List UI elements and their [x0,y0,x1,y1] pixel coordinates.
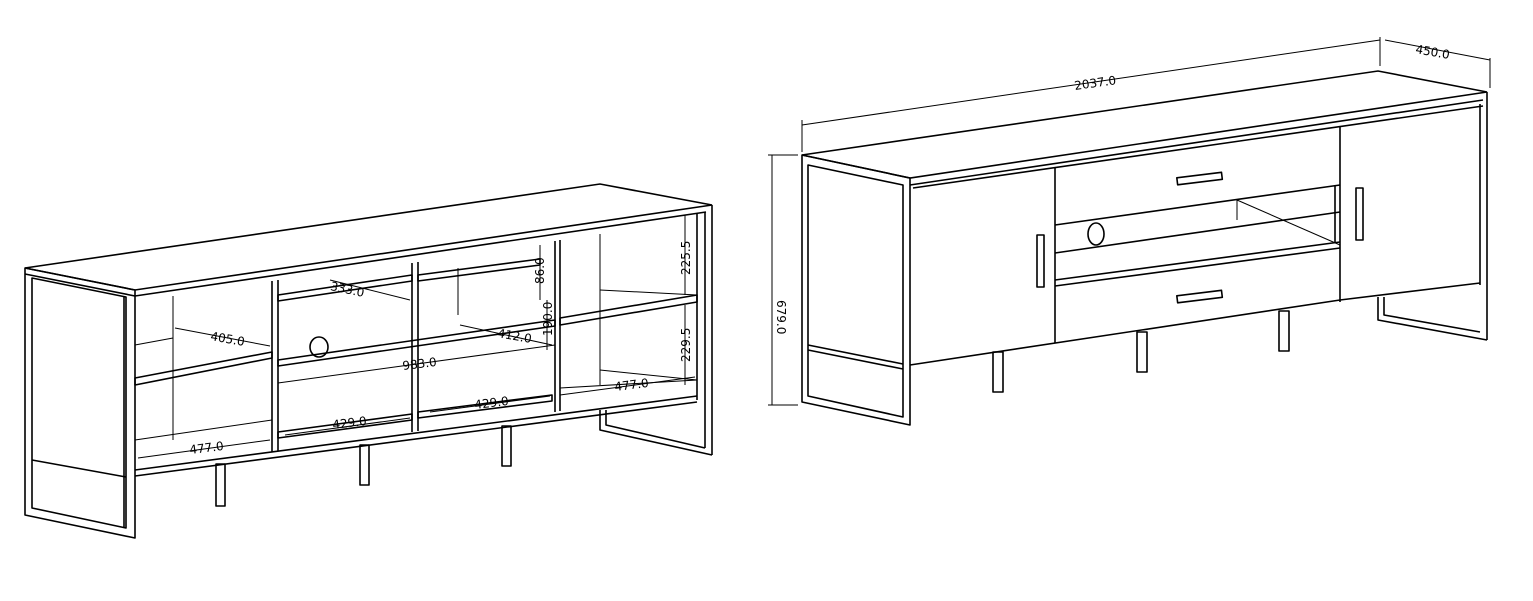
interior-dimension-lines [137,215,696,459]
legs-exterior [992,310,1290,393]
left-side-frame [24,267,136,539]
top-panel-exterior [801,70,1488,179]
shelves [134,258,698,441]
dim-label-190: 190.0 [541,302,555,336]
drawer-handle-bottom [1176,289,1224,304]
top-panel [24,183,713,291]
dim-label-477-right: 477.0 [614,376,650,394]
top-panel-front-edge [134,211,707,297]
bottom-front-edge [134,395,698,477]
dim-label-983: 983.0 [402,355,438,373]
dim-label-width: 2037.0 [1073,73,1117,93]
right-side-frame [599,205,713,456]
dim-label-405: 405.0 [209,329,245,349]
dim-label-depth: 450.0 [1414,42,1450,62]
top-panel-front-edge-lower [912,105,1484,189]
dim-label-height: 679.0 [774,300,788,334]
top-panel-front-edge-exterior [909,99,1484,186]
cable-hole-exterior [1087,222,1105,246]
dim-label-429-right: 429.0 [474,394,510,412]
door-handle-left [1036,234,1045,288]
left-side-frame-exterior [801,154,911,426]
dim-label-86: 86.0 [533,257,547,284]
cable-hole [309,336,329,358]
drawer-handle-top [1176,171,1224,186]
exterior-view-drawing: 2037.0 450.0 679.0 [768,37,1491,426]
dim-label-412: 412.0 [496,326,532,346]
door-handle-right [1355,187,1364,241]
legs [215,425,512,507]
interior-dimension-labels: 333.0 86.0 225.5 405.0 412.0 190.0 983.0… [189,241,693,457]
dim-label-225: 225.5 [679,241,693,275]
top-panel-edge [24,273,136,297]
dim-label-429-left: 429.0 [332,414,368,432]
exterior-dimension-lines [768,37,1491,406]
dim-label-229: 229.5 [679,328,693,362]
dim-label-477-left: 477.0 [189,439,225,457]
doors-and-drawers [1036,127,1364,343]
dim-label-333: 333.0 [329,279,366,300]
interior-view-drawing: 333.0 86.0 225.5 405.0 412.0 190.0 983.0… [24,183,713,539]
exterior-dimension-labels: 2037.0 450.0 679.0 [774,42,1451,334]
right-side-frame-exterior [909,92,1488,366]
